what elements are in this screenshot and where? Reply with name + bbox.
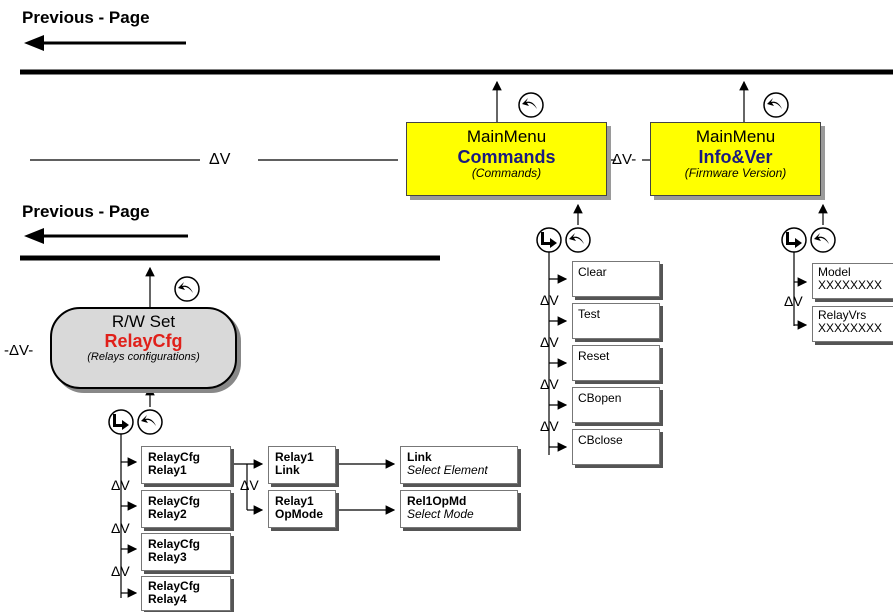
command-label: CBclose [578,433,623,447]
main-menu-commands[interactable]: MainMenu Commands (Commands) [406,122,607,196]
relay-sub: Relay2 [148,507,187,521]
main-menu-info-ver[interactable]: MainMenu Info&Ver (Firmware Version) [650,122,821,196]
previous-page-label-top[interactable]: Previous - Page [22,8,150,27]
return-arrow-icon[interactable] [517,91,545,124]
prev-arrow-left [24,228,188,244]
menu-title: MainMenu [695,127,776,146]
select-sub: Select Mode [407,507,474,521]
nav-delta-symbol: ΔV [111,477,130,493]
info-title: RelayVrs [818,308,867,322]
relay-label: RelayCfg [148,537,201,551]
return-arrow-icon[interactable] [762,91,790,124]
menu-name: Commands [457,146,556,167]
relay-sub: Relay3 [148,550,187,564]
return-arrow-icon[interactable] [564,226,592,259]
info-value: XXXXXXXX [818,321,883,335]
select-label: Rel1OpMd [407,494,467,508]
nav-delta-symbol: ΔV [209,151,231,168]
command-item-test[interactable]: Test [572,303,660,339]
menu-title: MainMenu [466,127,547,146]
rw-subtitle: (Relays configurations) [87,351,200,363]
info-value: XXXXXXXX [818,278,883,292]
return-arrow-icon[interactable] [136,408,164,441]
relay-label: RelayCfg [148,494,201,508]
nav-delta-symbol: ΔV [540,418,559,434]
relay1-sub: Link [275,463,300,477]
rw-name: RelayCfg [104,331,183,351]
nav-delta-symbol: -ΔV- [607,151,637,168]
command-item-cbopen[interactable]: CBopen [572,387,660,423]
enter-arrow-icon[interactable] [535,226,563,259]
command-label: Test [578,307,601,321]
command-item-cbclose[interactable]: CBclose [572,429,660,465]
relay1-label: Relay1 [275,494,314,508]
command-label: Reset [578,349,610,363]
nav-delta-symbol: ΔV [240,477,259,493]
return-arrow-icon[interactable] [809,226,837,259]
command-item-reset[interactable]: Reset [572,345,660,381]
info-title: Model [818,265,851,279]
command-label: CBopen [578,391,622,405]
nav-delta-symbol: ΔV [540,334,559,350]
menu-subtitle: (Firmware Version) [684,166,787,181]
menu-name: Info&Ver [698,146,773,167]
relay1-sub: OpMode [275,507,323,521]
info-item-model[interactable]: Model XXXXXXXX [812,263,893,299]
select-label: Link [407,450,432,464]
relay-label: RelayCfg [148,579,201,593]
select-sub: Select Element [407,463,488,477]
relay-label: RelayCfg [148,450,201,464]
relay-sub: Relay1 [148,463,187,477]
info-item-relayvrs[interactable]: RelayVrs XXXXXXXX [812,306,893,342]
rw-title: R/W Set [111,312,176,331]
enter-arrow-icon[interactable] [780,226,808,259]
relay1-label: Relay1 [275,450,314,464]
menu-subtitle: (Commands) [471,166,542,181]
nav-delta-symbol: -ΔV- [4,342,34,359]
prev-arrow-top [24,35,186,51]
nav-delta-symbol: ΔV [540,292,559,308]
command-item-clear[interactable]: Clear [572,261,660,297]
relay-sub: Relay4 [148,592,187,606]
nav-delta-symbol: ΔV [784,293,803,309]
nav-delta-symbol: ΔV [540,376,559,392]
previous-page-label-left[interactable]: Previous - Page [22,202,150,221]
nav-delta-symbol: ΔV [111,520,130,536]
return-arrow-icon[interactable] [173,275,201,308]
enter-arrow-icon[interactable] [107,408,135,441]
nav-delta-symbol: ΔV [111,563,130,579]
rw-set-relaycfg[interactable]: R/W Set RelayCfg (Relays configurations) [50,307,237,389]
command-label: Clear [578,265,607,279]
